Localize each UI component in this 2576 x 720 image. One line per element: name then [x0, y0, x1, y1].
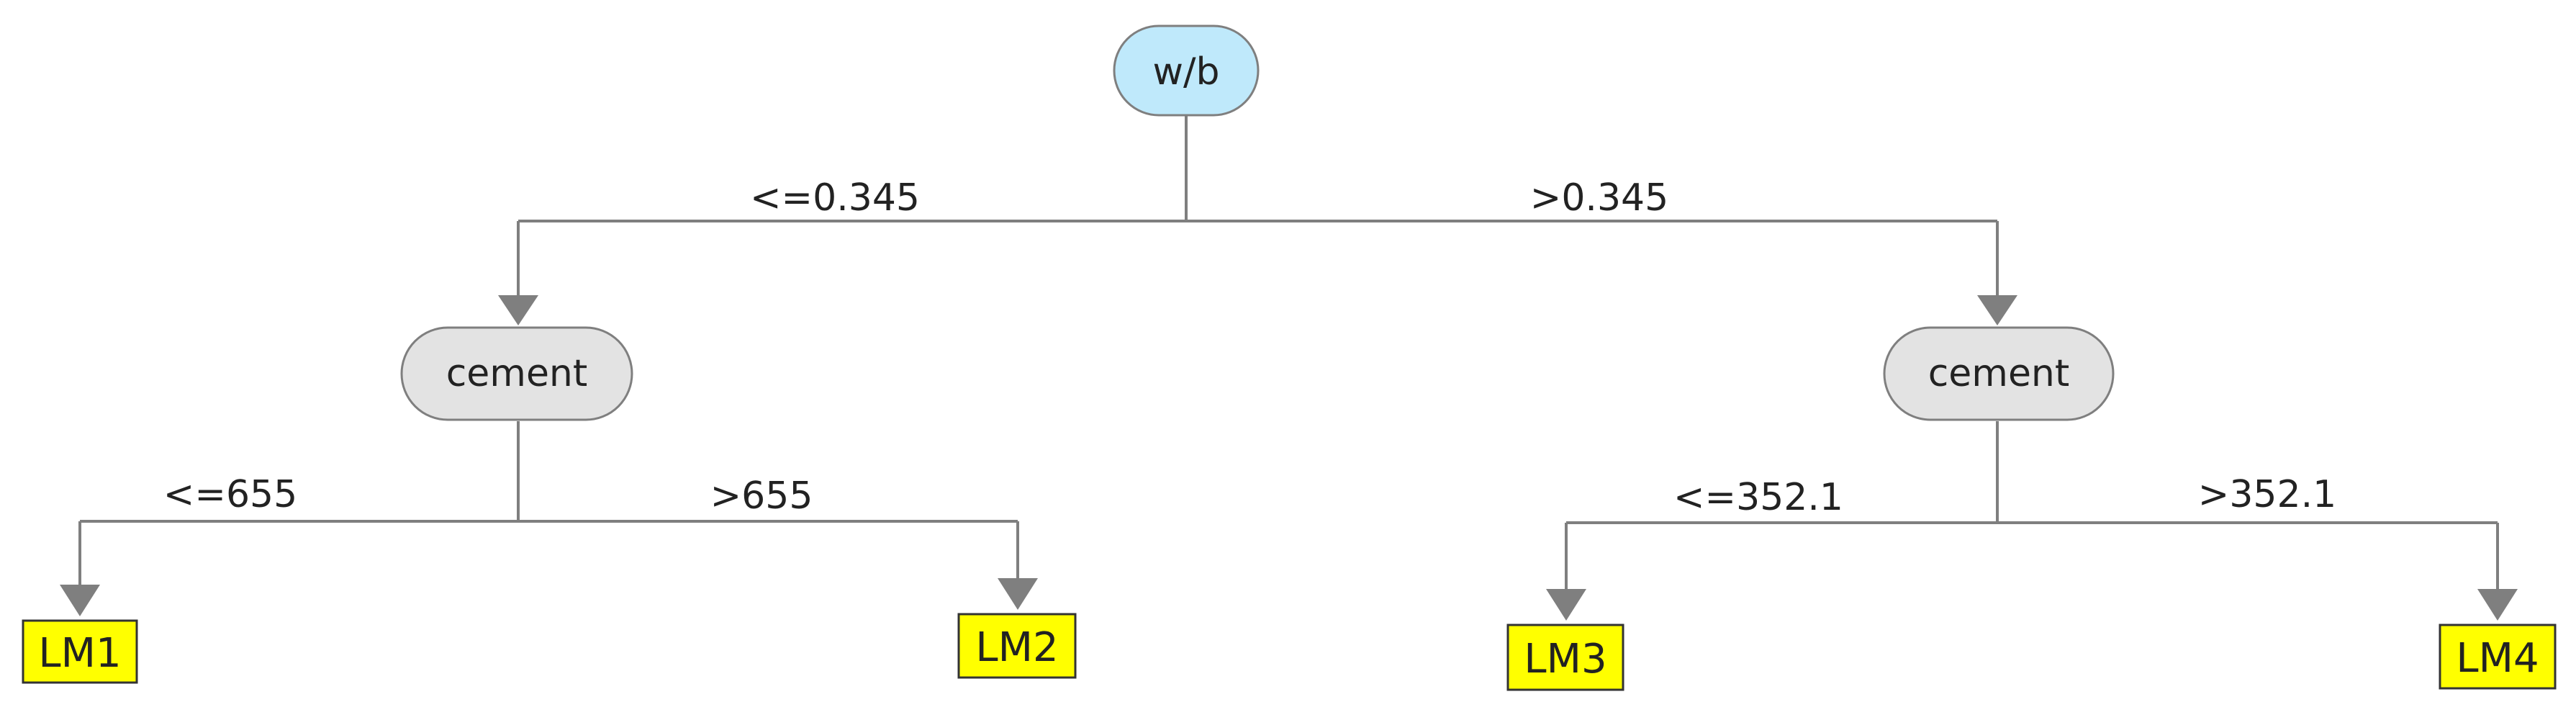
leaf-lm3-box: [1506, 624, 1624, 691]
right-split-left-condition: <=352.1: [1673, 476, 1843, 519]
arrow-to-lm4: [2477, 589, 2518, 621]
arrow-to-right-split: [1977, 295, 2017, 325]
left-split-node-label: cement: [446, 352, 588, 395]
root-node-shape: [1113, 24, 1260, 117]
right-split-node: cement: [1883, 326, 2115, 421]
left-split-left-condition: <=655: [163, 473, 297, 516]
leaf-lm4: LM4: [2439, 624, 2557, 690]
leaf-lm2: LM2: [957, 613, 1077, 679]
leaf-lm4-label: LM4: [2456, 635, 2539, 682]
left-split-right-condition: >655: [710, 474, 813, 518]
leaf-lm1-label: LM1: [38, 630, 121, 677]
leaf-lm2-label: LM2: [975, 624, 1058, 671]
root-node: w/b: [1113, 24, 1260, 117]
left-split-node: cement: [400, 326, 633, 421]
leaf-lm2-box: [957, 613, 1077, 679]
root-edges: [498, 115, 2017, 325]
leaf-lm1: LM1: [22, 619, 138, 684]
right-split-edges: [1546, 421, 2518, 621]
arrow-to-left-split: [498, 295, 538, 325]
leaf-lm4-box: [2439, 624, 2557, 690]
arrow-to-lm1: [60, 585, 100, 616]
left-split-edges: [60, 421, 1038, 616]
right-split-right-condition: >352.1: [2198, 473, 2336, 516]
left-split-node-shape: [400, 326, 633, 421]
root-right-condition: >0.345: [1530, 176, 1668, 220]
leaf-lm1-box: [22, 619, 138, 684]
root-node-label: w/b: [1152, 50, 1219, 94]
right-split-node-label: cement: [1928, 352, 2070, 395]
right-split-node-shape: [1883, 326, 2115, 421]
leaf-lm3-label: LM3: [1524, 636, 1606, 683]
arrow-to-lm2: [998, 578, 1038, 610]
leaf-lm3: LM3: [1506, 624, 1624, 691]
root-left-condition: <=0.345: [750, 176, 920, 220]
arrow-to-lm3: [1546, 589, 1586, 621]
